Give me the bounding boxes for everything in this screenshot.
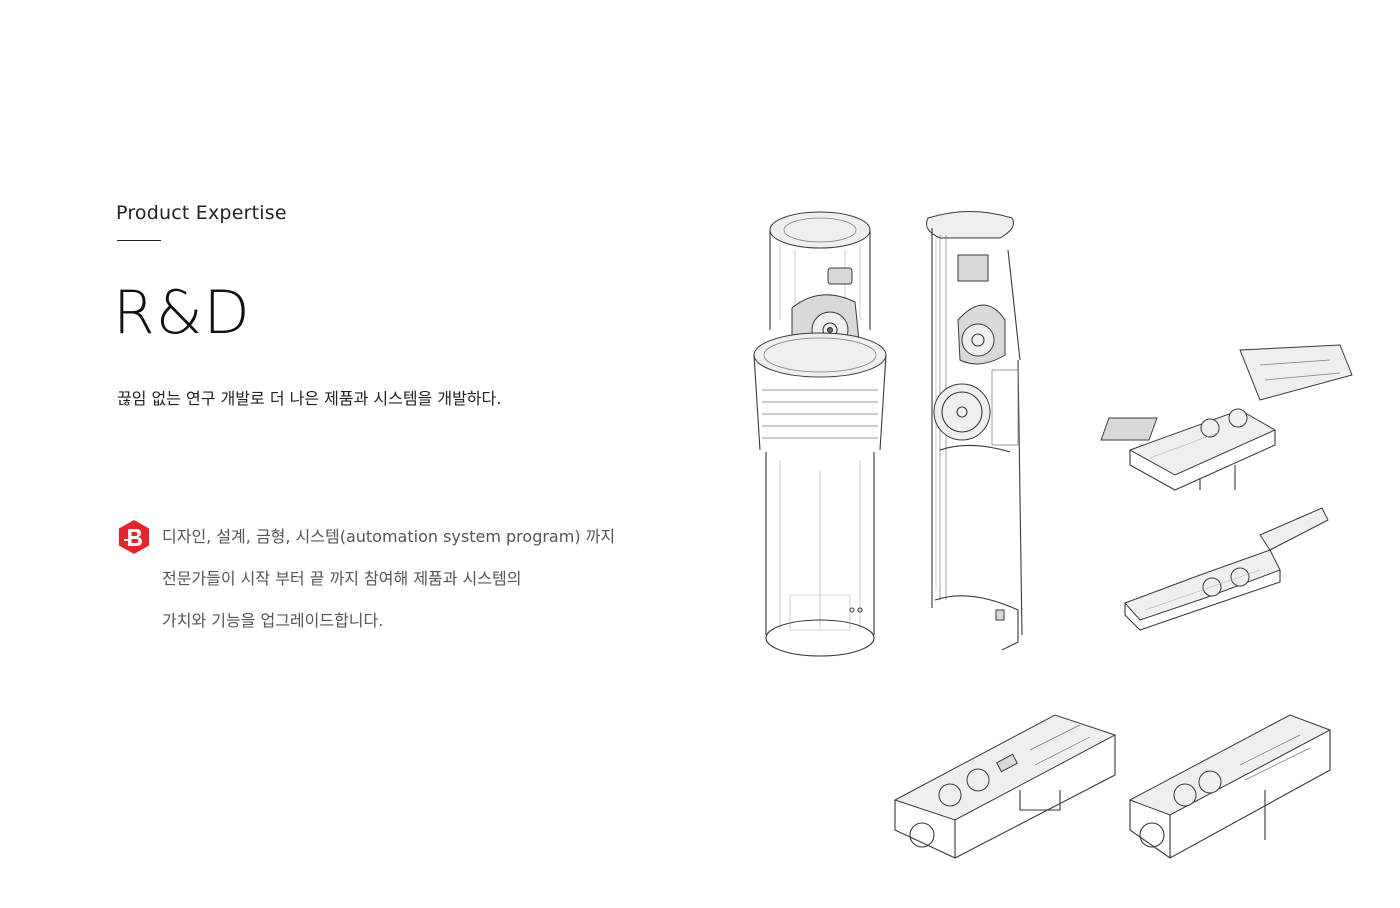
- popup-socket-tower-illustration: [753, 211, 887, 657]
- desk-socket-lid-open-illustration: [1100, 344, 1353, 491]
- description-line: 디자인, 설계, 금형, 시스템(automation system progr…: [162, 527, 616, 546]
- section-tagline: 끊임 없는 연구 개발로 더 나은 제품과 시스템을 개발하다.: [117, 389, 502, 408]
- cutaway-tower-illustration: [926, 211, 1023, 651]
- description-line: 전문가들이 시작 부터 끝 까지 참여해 제품과 시스템의: [162, 569, 522, 588]
- desk-power-strip-cutaway-illustration: [1128, 714, 1332, 859]
- section-eyebrow: Product Expertise: [116, 202, 287, 224]
- desk-socket-lid-raised-illustration: [1124, 507, 1329, 631]
- product-illustrations: [700, 190, 1380, 890]
- desk-power-strip-illustration: [893, 714, 1117, 859]
- brand-b-logo-icon: [116, 519, 152, 555]
- description-line: 가치와 기능을 업그레이드합니다.: [162, 611, 384, 630]
- eyebrow-divider: [117, 240, 161, 241]
- description-block: 디자인, 설계, 금형, 시스템(automation system progr…: [162, 526, 615, 652]
- page-title: R&D: [113, 278, 251, 348]
